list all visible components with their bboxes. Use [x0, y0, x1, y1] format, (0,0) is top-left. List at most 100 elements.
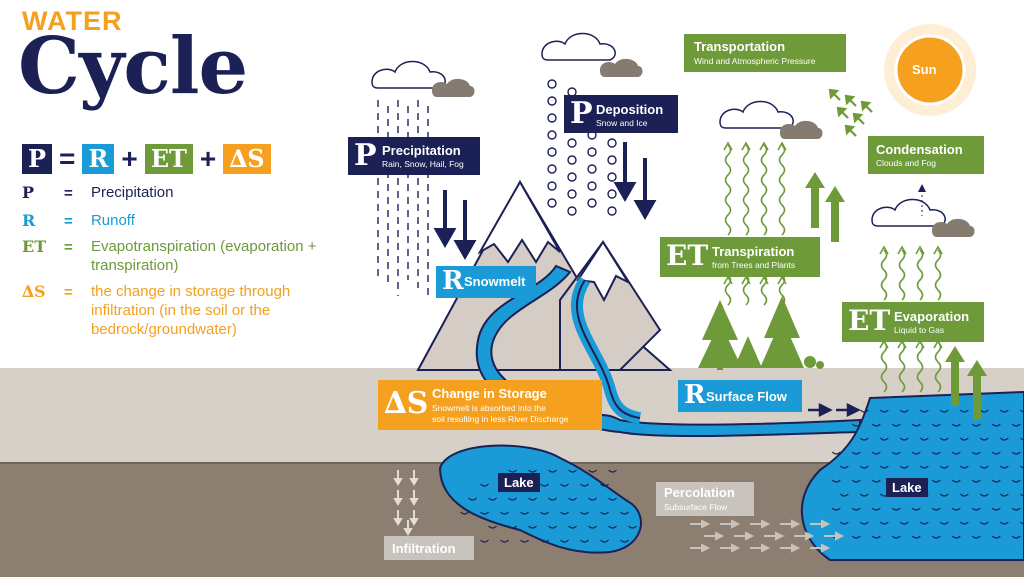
cloud-left — [371, 60, 475, 97]
infiltration-arrowhead — [409, 478, 419, 486]
wind-arrowhead — [860, 100, 872, 112]
eq-plus-1: + — [121, 143, 138, 174]
ripple — [971, 423, 981, 427]
ripple — [899, 437, 909, 441]
label-lake-right: Lake — [886, 478, 928, 497]
ripple — [859, 409, 869, 413]
percolation-arrowhead — [745, 531, 755, 541]
ripple — [891, 535, 901, 539]
ripple — [839, 493, 849, 497]
vapor-wave — [880, 341, 888, 393]
percolation-arrowhead — [775, 531, 785, 541]
ripple — [540, 483, 549, 487]
percolation-arrowhead — [791, 519, 801, 529]
ripple — [919, 409, 929, 413]
ripple — [879, 465, 889, 469]
snowflake — [587, 181, 597, 191]
water-balance-equation: P = R + ET + ∆S — [22, 143, 271, 175]
vapor-wave — [916, 341, 924, 393]
legend-precipitation: P= Precipitation — [22, 183, 174, 202]
snowflake — [587, 198, 597, 208]
lake-left-body — [438, 444, 642, 554]
ripple — [871, 479, 881, 483]
ripple — [951, 479, 961, 483]
vapor-arrowhead — [741, 141, 751, 151]
ripple — [608, 525, 617, 529]
percolation-arrowhead — [731, 519, 741, 529]
ripple — [999, 437, 1009, 441]
ripple — [568, 469, 577, 473]
ripple — [580, 511, 589, 515]
ripple — [919, 437, 929, 441]
snowflake — [567, 206, 577, 216]
ripple — [899, 465, 909, 469]
percolation-arrowhead — [805, 531, 815, 541]
ripple — [999, 465, 1009, 469]
wind-arrowhead — [836, 106, 848, 118]
vapor-arrowhead — [897, 245, 907, 255]
snowflake — [607, 172, 617, 182]
percolation-arrowhead — [821, 543, 831, 553]
ripple — [839, 521, 849, 525]
ripple — [871, 423, 881, 427]
ripple — [548, 469, 557, 473]
ripple — [1011, 451, 1021, 455]
label-change-in-storage: ∆S Change in Storage Snowmelt is absorbe… — [378, 380, 602, 430]
vapor-arrowhead — [723, 275, 733, 285]
label-lake-left: Lake — [498, 473, 540, 492]
ripple — [911, 535, 921, 539]
label-deposition: P Deposition Snow and Ice — [564, 95, 678, 133]
vapor-arrowhead — [777, 275, 787, 285]
vapor-arrowhead — [759, 141, 769, 151]
ripple — [1011, 423, 1021, 427]
ripple — [899, 521, 909, 525]
ripple — [1019, 493, 1024, 497]
ripple — [480, 483, 489, 487]
ripple — [859, 437, 869, 441]
vapor-wave — [760, 144, 768, 236]
ripple — [508, 469, 517, 473]
ripple — [999, 521, 1009, 525]
label-percolation: Percolation Subsurface Flow — [656, 482, 754, 516]
ripple — [600, 539, 609, 543]
ripple — [859, 493, 869, 497]
ripple — [979, 437, 989, 441]
ripple — [971, 535, 981, 539]
ripple — [939, 465, 949, 469]
vapor-wave — [934, 341, 942, 393]
snowflake — [587, 147, 597, 157]
label-transportation: Transportation Wind and Atmospheric Pres… — [684, 34, 846, 72]
cloud-transpiration — [719, 100, 823, 139]
ripple — [588, 469, 597, 473]
ripple — [839, 465, 849, 469]
snowflake — [607, 206, 617, 216]
infiltration-arrowhead — [409, 498, 419, 506]
ripple — [540, 511, 549, 515]
ripple — [999, 493, 1009, 497]
ripple — [871, 451, 881, 455]
ripple — [831, 479, 841, 483]
ripple — [851, 423, 861, 427]
snowflake — [607, 138, 617, 148]
ripple — [979, 521, 989, 525]
eq-runoff: R — [82, 144, 115, 174]
trees — [698, 296, 824, 370]
ripple — [600, 511, 609, 515]
ripple — [931, 507, 941, 511]
ripple — [500, 511, 509, 515]
snowflake — [547, 164, 557, 174]
vapor-wave — [742, 144, 750, 236]
vapor-arrowhead — [933, 339, 943, 349]
ripple — [959, 493, 969, 497]
legend-evapotranspiration: ET= Evapotranspiration (evaporation + tr… — [22, 237, 317, 274]
snowflake — [567, 172, 577, 182]
ripple — [628, 525, 637, 529]
vapor-arrowhead — [915, 245, 925, 255]
ripple — [951, 535, 961, 539]
ripple — [588, 525, 597, 529]
ripple — [951, 507, 961, 511]
ripple — [620, 511, 629, 515]
ripple — [951, 451, 961, 455]
ripple — [460, 511, 469, 515]
title-cycle: Cycle — [18, 21, 248, 112]
